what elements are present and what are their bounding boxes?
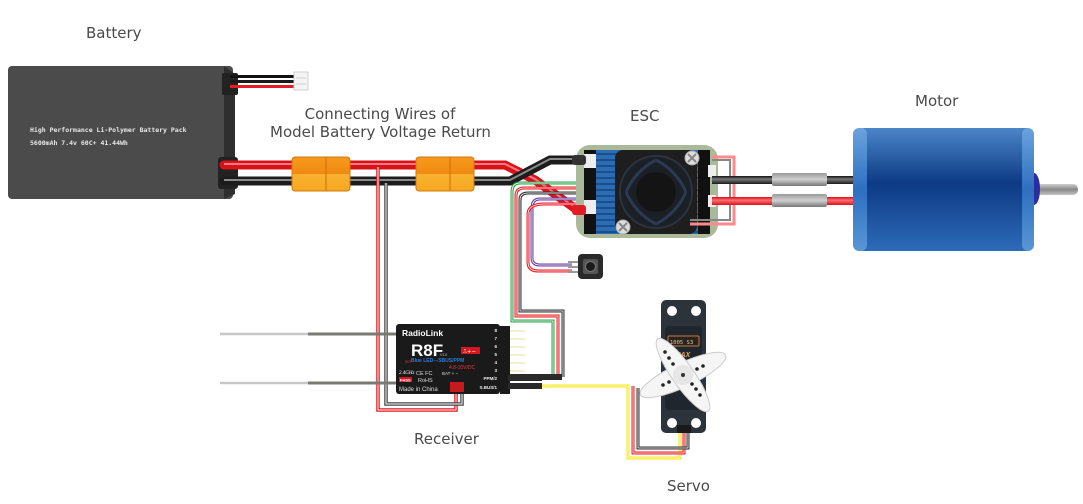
receiver-channel-labels: 8 7 6 5 4 3 PPM/2 S.BUS/1 (479, 328, 497, 390)
receiver-model: R8F (411, 341, 443, 360)
battery-spec-line1: High Performance Li-Polymer Battery Pack (30, 126, 187, 134)
channel-label: 4 (494, 360, 497, 365)
label-connecting-wires-line2: Model Battery Voltage Return (270, 123, 491, 141)
esc-output-loop (690, 155, 736, 226)
servo-display: 1005 S3 (670, 340, 693, 346)
receiver-bat-label: BAT + − (442, 371, 458, 376)
label-receiver: Receiver (414, 430, 479, 448)
xt60-connector-2 (415, 156, 475, 192)
servo: 1005 S3 EMAX (639, 300, 727, 433)
channel-label: S.BUS/1 (479, 385, 497, 390)
receiver-brand: RadioLink (402, 328, 443, 338)
esc-power-switch[interactable] (568, 254, 603, 279)
receiver: RadioLink R8F V1.0 ⎍+− Blue LED---SBUS/P… (220, 324, 542, 394)
label-motor: Motor (915, 92, 959, 110)
wire-esc-green (500, 181, 584, 379)
esc (572, 145, 718, 238)
motor-shaft (1030, 184, 1078, 195)
esc-signal-wires (500, 181, 584, 380)
channel-label: 7 (494, 336, 497, 341)
channel-label: 8 (494, 328, 497, 333)
battery-body (8, 66, 233, 199)
balance-plug (293, 71, 309, 91)
channel-label: 5 (494, 352, 497, 357)
receiver-bat-port (450, 382, 464, 392)
motor-wires (690, 155, 857, 226)
receiver-origin: Made in China (399, 387, 438, 393)
channel-label: 6 (494, 344, 497, 349)
receiver-band: 2.4GHz (399, 371, 414, 376)
motor-can (858, 128, 1032, 251)
servo-signal-wire (542, 384, 690, 460)
receiver-certs: CE FC (416, 371, 433, 377)
wire-esc-red (514, 186, 584, 377)
label-connecting-wires-line1: Connecting Wires of (304, 105, 456, 123)
xt60-connector-1 (291, 156, 351, 192)
receiver-voltage: 4.8-10V/DC (449, 365, 476, 371)
receiver-signal-badge: ⎍+− (463, 349, 476, 355)
receiver-led-text: Blue LED---SBUS/PPM (411, 358, 464, 364)
servo-label-plate (667, 335, 700, 347)
receiver-rohs: RoHS (418, 378, 433, 384)
label-battery: Battery (86, 24, 142, 42)
receiver-protocol-badge: FHSS (400, 378, 411, 383)
servo-horn (639, 337, 727, 413)
label-esc: ESC (630, 107, 660, 125)
receiver-body (396, 324, 500, 394)
motor (853, 128, 1078, 251)
main-power-wires (219, 155, 589, 217)
receiver-set-label: SET (405, 360, 413, 364)
channel-label: 3 (494, 368, 497, 373)
battery-spec-line2: 5600mAh 7.4v 60C+ 41.44Wh (30, 139, 128, 147)
esc-screw (615, 219, 631, 235)
esc-screw (684, 150, 700, 166)
label-servo: Servo (667, 477, 710, 495)
receiver-version: V1.0 (440, 353, 447, 357)
voltage-return-wires (376, 167, 464, 412)
channel-label: PPM/2 (483, 376, 497, 381)
